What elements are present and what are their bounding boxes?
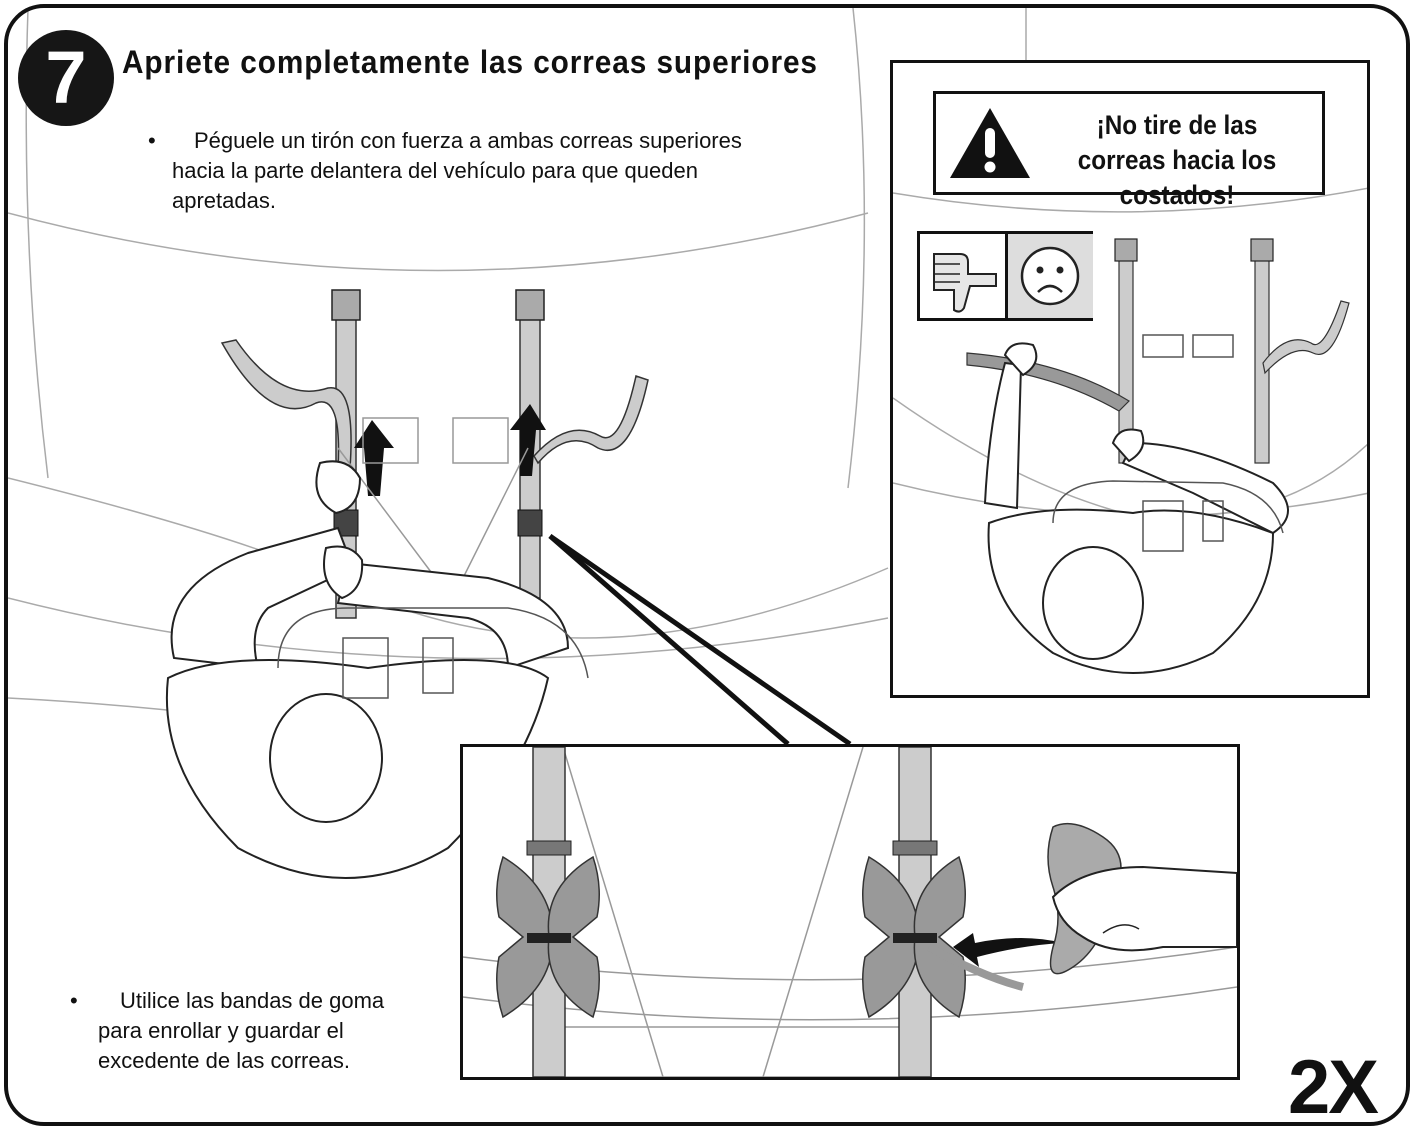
warning-triangle-icon bbox=[950, 108, 1030, 178]
warning-text: ¡No tire de las correas hacia los costad… bbox=[1077, 110, 1277, 210]
warning-box: ¡No tire de las correas hacia los costad… bbox=[933, 91, 1325, 210]
strap-left bbox=[220, 289, 361, 619]
rubber-band-illustration bbox=[463, 747, 1237, 1077]
instruction-tighten: • Péguele un tirón con fuerza a ambas co… bbox=[148, 126, 748, 216]
wrong-pull-illustration bbox=[893, 187, 1367, 674]
quantity-label: 2X bbox=[1288, 1045, 1379, 1126]
hand-with-band bbox=[1047, 822, 1237, 975]
child-seat bbox=[277, 607, 589, 699]
bullet-icon: • bbox=[70, 988, 78, 1013]
instruction-tighten-text: Péguele un tirón con fuerza a ambas corr… bbox=[172, 128, 742, 213]
instruction-store-text: Utilice las bandas de goma para enrollar… bbox=[98, 988, 385, 1073]
warning-panel: ¡No tire de las correas hacia los costad… bbox=[890, 60, 1370, 698]
zoom-callout-lines bbox=[548, 533, 852, 747]
bullet-icon: • bbox=[148, 128, 156, 153]
incorrect-indicators bbox=[917, 231, 1093, 321]
main-illustration bbox=[8, 8, 1027, 879]
instruction-store: • Utilice las bandas de goma para enroll… bbox=[70, 986, 390, 1076]
pull-arrows bbox=[354, 404, 546, 496]
strap-detail-right bbox=[862, 747, 1024, 1077]
step-title: Apriete completamente las correas superi… bbox=[122, 44, 818, 80]
step-number-badge: 7 bbox=[18, 30, 114, 126]
instruction-sheet: 7 Apriete completamente las correas supe… bbox=[4, 4, 1410, 1126]
arrow-up-icon bbox=[354, 420, 394, 496]
arrow-up-icon bbox=[510, 404, 546, 476]
zoom-detail-panel bbox=[460, 744, 1240, 1080]
thumbs-down-icon bbox=[920, 234, 1008, 318]
arrow-left-icon bbox=[953, 933, 1063, 967]
sad-face-icon bbox=[1008, 234, 1093, 318]
strap-detail-left bbox=[496, 747, 600, 1077]
strap-right bbox=[515, 289, 649, 599]
